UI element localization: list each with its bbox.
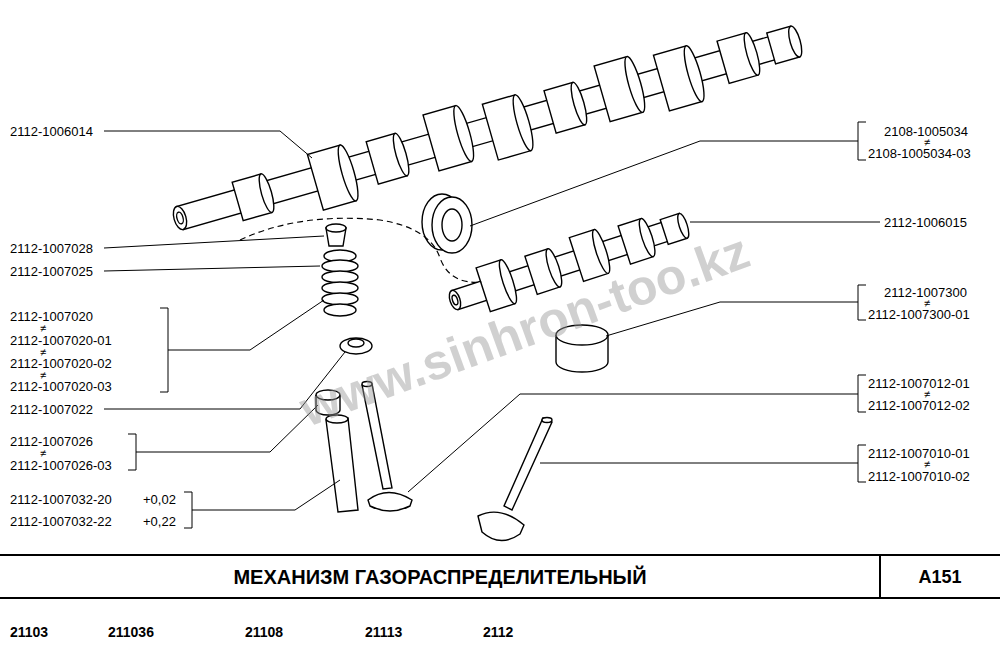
part-number: 2112-1007026 — [10, 435, 93, 448]
part-number: 2112-1007026-03 — [10, 459, 112, 472]
part-number: 2112-1007020 — [10, 310, 93, 323]
model-number: 21103 — [10, 625, 48, 639]
interchange-mark: ≠ — [40, 323, 46, 334]
part-number: 2112-1007300-01 — [868, 308, 970, 321]
part-number: 2112-1007020-03 — [10, 380, 112, 393]
part-number: 2112-1007032-22 — [10, 515, 112, 528]
part-number: 2112-1007012-01 — [868, 377, 970, 390]
model-number: 21108 — [245, 625, 283, 639]
part-number: 2112-1007028 — [10, 242, 93, 255]
part-number: 2112-1006014 — [10, 125, 93, 138]
part-number: 2112-1007025 — [10, 265, 93, 278]
part-number: 2112-1007010-02 — [868, 470, 970, 483]
part-number: 2108-1005034-03 — [868, 147, 971, 160]
part-number: 2112-1007012-02 — [868, 399, 970, 412]
tolerance: +0,02 — [143, 493, 176, 506]
tolerance: +0,22 — [143, 515, 176, 528]
model-number: 211036 — [108, 625, 154, 639]
interchange-mark: ≠ — [40, 448, 46, 459]
model-number: 21113 — [365, 625, 402, 639]
sheet-number: A151 — [918, 568, 961, 586]
part-number: 2112-1007010-01 — [868, 447, 970, 460]
part-number: 2112-1007020-01 — [10, 334, 112, 347]
interchange-mark: ≠ — [924, 459, 930, 470]
part-number: 2112-1007020-02 — [10, 357, 112, 370]
part-number: 2112-1007032-20 — [10, 493, 112, 506]
part-number: 2112-1006015 — [884, 216, 967, 229]
part-number: 2112-1007022 — [10, 403, 93, 416]
sheet-title: МЕХАНИЗМ ГАЗОРАСПРЕДЕЛИТЕЛЬНЫЙ — [0, 567, 880, 587]
model-number: 2112 — [483, 625, 513, 639]
